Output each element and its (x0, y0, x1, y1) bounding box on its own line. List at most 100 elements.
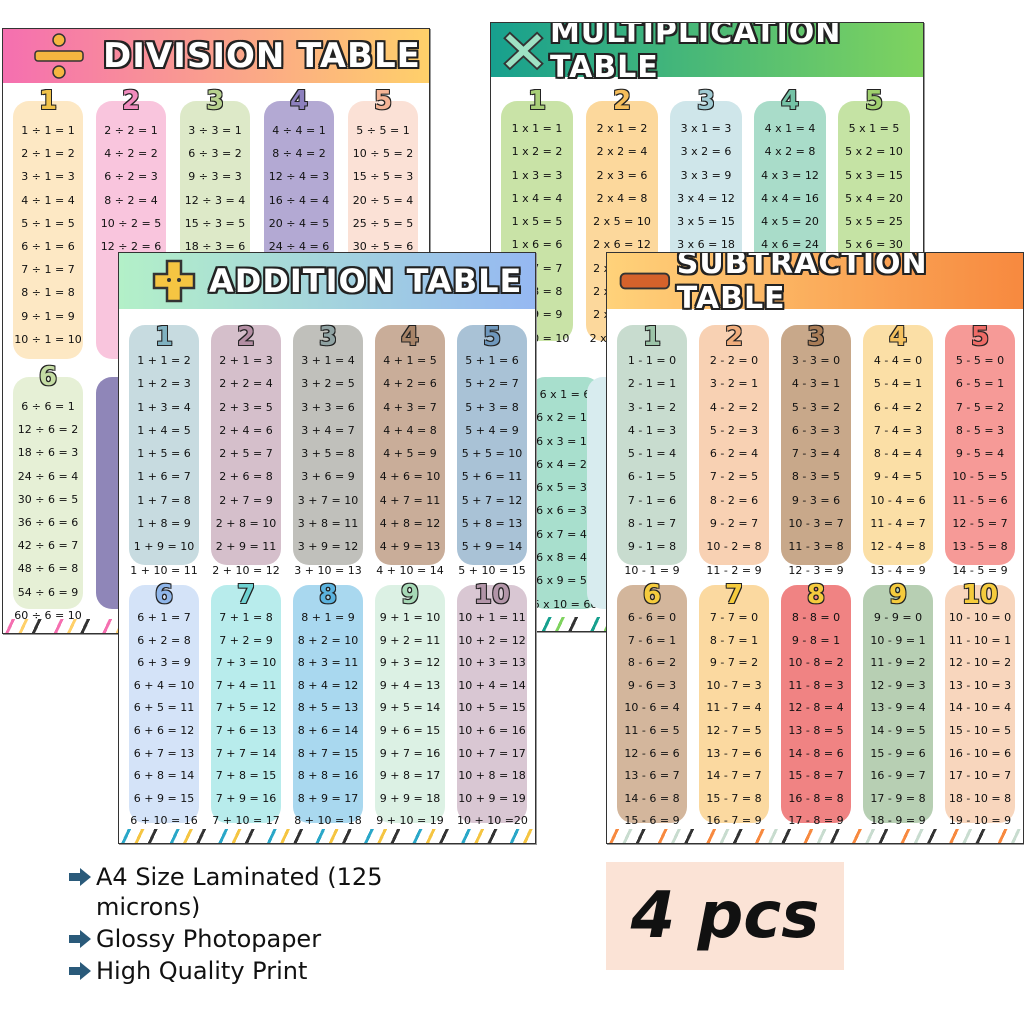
column-number: 4 (780, 86, 800, 116)
fact-row: 3 x 4 = 12 (677, 191, 735, 205)
fact-row: 10 + 10 =20 (457, 814, 528, 828)
fact-row: 7 + 1 = 8 (219, 611, 273, 624)
fact-row: 5 x 2 = 10 (845, 145, 903, 159)
fact-row: 13 - 7 = 6 (706, 746, 762, 760)
fact-row: 5 - 2 = 3 (709, 423, 759, 437)
fact-row: 14 - 5 = 9 (952, 563, 1008, 577)
fact-row: 2 ÷ 1 = 2 (21, 147, 75, 161)
fact-row: 7 - 7 = 0 (709, 611, 759, 624)
feature-item: Glossy Photopaper (68, 924, 488, 954)
fact-row: 2 - 1 = 1 (627, 377, 677, 391)
fact-row: 10 ÷ 5 = 2 (352, 147, 414, 161)
fact-row: 5 + 9 = 14 (461, 540, 523, 554)
column-number: 5 (373, 86, 393, 116)
fact-row: 24 ÷ 6 = 4 (17, 469, 79, 483)
fact-row: 2 + 3 = 5 (219, 400, 273, 414)
fact-row: 6 x 3 = 18 (536, 434, 594, 448)
fact-row: 2 x 6 = 12 (593, 238, 651, 252)
fact-row: 12 ÷ 4 = 3 (268, 170, 330, 184)
fact-row: 9 - 5 = 4 (955, 447, 1005, 461)
fact-row: 3 x 1 = 3 (680, 122, 732, 135)
fact-row: 6 + 8 = 14 (133, 769, 195, 783)
fact-row: 6 + 6 = 12 (133, 723, 195, 737)
fact-row: 1 x 2 = 2 (511, 145, 563, 159)
fact-row: 18 ÷ 3 = 6 (184, 239, 246, 253)
fact-row: 6 + 5 = 11 (133, 701, 195, 715)
fact-row: 8 ÷ 2 = 4 (104, 193, 158, 207)
fact-row: 1 x 3 = 3 (511, 168, 563, 182)
fact-row: 8 - 8 = 0 (791, 611, 841, 624)
fact-row: 9 - 9 = 0 (873, 611, 923, 624)
fact-row: 3 + 9 = 12 (297, 540, 359, 554)
fact-row: 5 + 5 = 10 (461, 447, 523, 461)
fact-row: 4 x 6 = 24 (761, 238, 819, 252)
fact-row: 13 - 6 = 7 (624, 769, 680, 783)
column-number: 3 (806, 322, 826, 352)
fact-row: 5 x 5 = 25 (845, 215, 903, 229)
fact-row: 4 x 4 = 16 (761, 191, 819, 205)
fact-row: 6 - 6 = 0 (627, 611, 677, 624)
fact-row: 25 ÷ 5 = 5 (352, 216, 414, 230)
fact-row: 10 - 4 = 6 (870, 493, 926, 507)
fact-row: 2 + 4 = 6 (219, 423, 273, 437)
column-number: 7 (724, 580, 744, 610)
fact-row: 10 + 1 = 11 (458, 611, 526, 624)
fact-row: 5 x 4 = 20 (845, 191, 903, 205)
fact-row: 60 ÷ 6 = 10 (14, 608, 82, 622)
column-number: 9 (888, 580, 908, 610)
subtraction-title: SUBTRACTION TABLE (676, 252, 928, 316)
fact-row: 4 + 4 = 8 (383, 423, 437, 437)
fact-row: 36 ÷ 6 = 6 (17, 515, 79, 529)
arrow-icon (68, 956, 96, 986)
fact-row: 12 - 7 = 5 (706, 723, 762, 737)
fact-row: 4 + 1 = 5 (383, 354, 437, 367)
fact-row: 2 + 5 = 7 (219, 447, 273, 461)
fact-row: 17 - 8 = 9 (788, 814, 844, 828)
fact-row: 9 - 4 = 5 (873, 470, 923, 484)
fact-row: 3 + 2 = 5 (301, 377, 355, 391)
fact-row: 9 + 7 = 16 (379, 746, 441, 760)
fact-row: 11 - 2 = 9 (706, 563, 762, 577)
column-number: 2 (121, 86, 141, 116)
fact-row: 3 + 4 = 7 (301, 423, 355, 437)
fact-row: 16 - 8 = 8 (788, 791, 844, 805)
fact-row: 4 ÷ 2 = 2 (104, 147, 158, 161)
quantity-badge: 4 pcs (606, 862, 844, 970)
fact-row: 4 + 8 = 12 (379, 517, 441, 531)
fact-row: 3 + 5 = 8 (301, 447, 355, 461)
fact-row: 5 + 6 = 11 (461, 470, 523, 484)
fact-row: 1 x 5 = 5 (511, 215, 563, 229)
fact-row: 12 - 9 = 3 (870, 678, 926, 692)
fact-row: 1 + 3 = 4 (137, 400, 191, 414)
fact-row: 12 ÷ 6 = 2 (17, 423, 79, 437)
addition-banner: ADDITION TABLE (119, 253, 535, 309)
fact-row: 3 x 5 = 15 (677, 215, 735, 229)
fact-row: 13 - 9 = 4 (870, 701, 926, 715)
fact-row: 7 + 6 = 13 (215, 723, 277, 737)
fact-row: 9 + 10 = 19 (376, 814, 444, 828)
fact-row: 10 - 1 = 9 (624, 563, 680, 577)
fact-row: 5 ÷ 5 = 1 (356, 124, 410, 137)
fact-row: 8 + 6 = 14 (297, 723, 359, 737)
fact-row: 2 + 7 = 9 (219, 493, 273, 507)
division-icon (34, 33, 84, 79)
fact-row: 7 + 2 = 9 (219, 633, 273, 647)
fact-row: 8 - 2 = 6 (709, 493, 759, 507)
fact-row: 6 + 2 = 8 (137, 633, 191, 647)
fact-row: 12 ÷ 3 = 4 (184, 193, 246, 207)
fact-row: 54 ÷ 6 = 9 (17, 585, 79, 599)
